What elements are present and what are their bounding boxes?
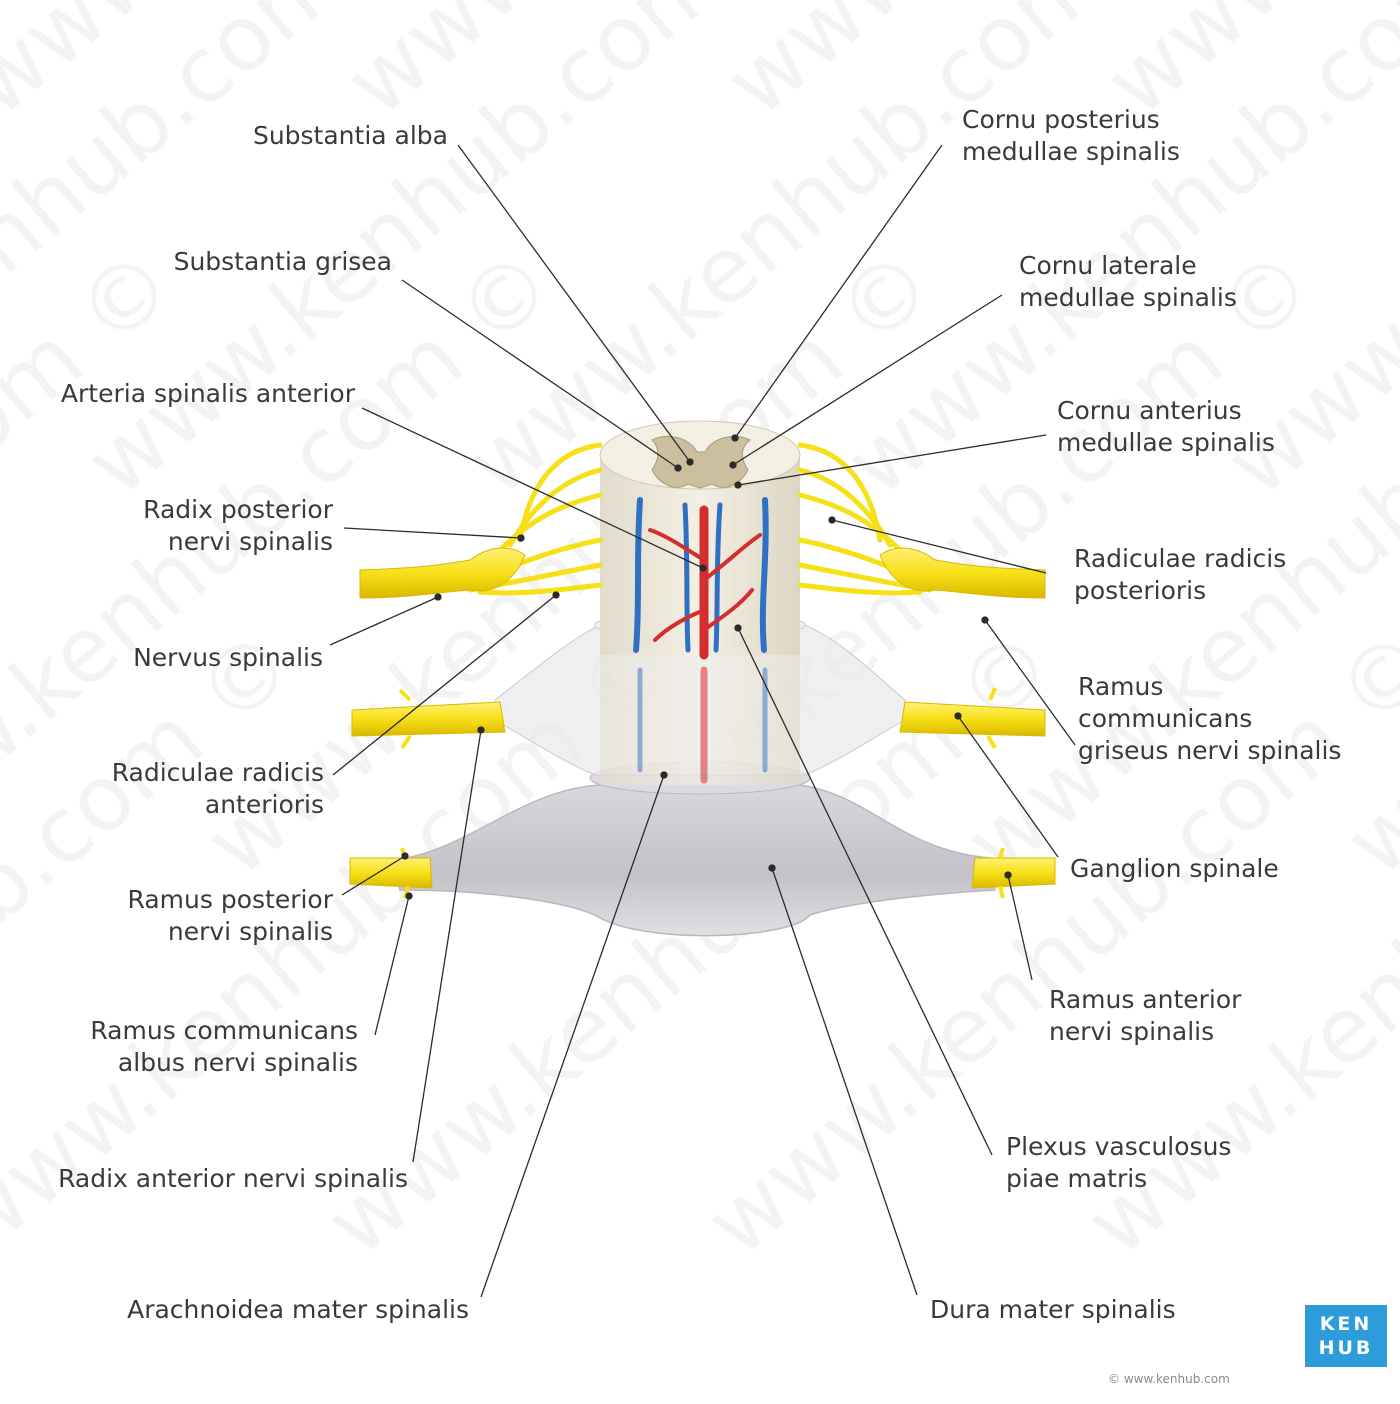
leader-ramus-anterior-dot xyxy=(1004,871,1012,879)
leader-ganglion-spinale xyxy=(957,715,1059,858)
label-nervus-spinalis: Nervus spinalis xyxy=(133,643,323,672)
leader-radiculae-posterioris-dot xyxy=(828,516,836,524)
label-arachnoidea: Arachnoidea mater spinalis xyxy=(127,1295,469,1324)
leader-nervus-spinalis-dot xyxy=(434,593,442,601)
spinal-nerve-mid-right xyxy=(899,687,1046,750)
leader-cornu-posterius-dot xyxy=(731,434,739,442)
spinal-nerve-top-left xyxy=(359,547,526,599)
spinal-nerve-bottom-right xyxy=(971,847,1056,899)
leader-substantia-grisea xyxy=(401,279,679,469)
leader-cornu-laterale-dot xyxy=(729,461,737,469)
leader-dura-mater-dot xyxy=(768,864,776,872)
leader-arteria-spinalis-dot xyxy=(699,564,707,572)
leader-radix-anterior-dot xyxy=(477,726,485,734)
leader-nervus-spinalis xyxy=(329,596,439,646)
leader-radix-posterior-dot xyxy=(517,534,525,542)
leader-radiculae-anterioris-dot xyxy=(552,591,560,599)
leader-lines xyxy=(329,144,1076,1298)
leader-ramus-albus xyxy=(374,895,410,1036)
leader-ramus-albus-dot xyxy=(405,892,413,900)
leader-radix-posterior xyxy=(343,527,522,539)
leader-radix-anterior xyxy=(412,729,482,1163)
leader-plexus-vasculosus xyxy=(737,627,993,1156)
leader-arachnoidea xyxy=(480,774,665,1298)
leader-arachnoidea-dot xyxy=(660,771,668,779)
spinal-nerve-mid-left xyxy=(351,688,506,750)
leader-substantia-alba-dot xyxy=(686,458,694,466)
leader-substantia-alba xyxy=(457,144,691,463)
label-radix-anterior: Radix anterior nervi spinalis xyxy=(58,1164,408,1193)
kenhub-logo: KEN HUB xyxy=(1305,1305,1387,1367)
leader-cornu-posterius xyxy=(734,144,943,439)
label-dura-mater: Dura mater spinalis xyxy=(930,1295,1176,1324)
leader-cornu-anterius xyxy=(737,434,1047,486)
leader-plexus-vasculosus-dot xyxy=(734,624,742,632)
leader-dura-mater xyxy=(771,867,918,1296)
leader-radiculae-posterioris xyxy=(831,519,1047,574)
blood-vessels xyxy=(633,497,769,784)
leader-ramus-posterior xyxy=(341,855,406,896)
label-arteria-spinalis-anterior: Arteria spinalis anterior xyxy=(60,379,355,408)
leader-ramus-anterior xyxy=(1007,874,1033,981)
copyright-text: © www.kenhub.com xyxy=(1108,1372,1230,1386)
spinal-nerve-top-right xyxy=(879,547,1046,599)
label-ganglion-spinale: Ganglion spinale xyxy=(1070,854,1279,883)
label-substantia-alba: Substantia alba xyxy=(252,121,448,150)
leader-ramus-posterior-dot xyxy=(401,852,409,860)
leader-ramus-griseus-dot xyxy=(981,616,989,624)
label-substantia-grisea: Substantia grisea xyxy=(173,247,392,276)
leader-radiculae-anterioris xyxy=(332,594,557,776)
leader-arteria-spinalis xyxy=(361,407,704,569)
leader-substantia-grisea-dot xyxy=(674,464,682,472)
leader-cornu-anterius-dot xyxy=(734,481,742,489)
leader-cornu-laterale xyxy=(732,294,1003,466)
leader-ganglion-spinale-dot xyxy=(954,712,962,720)
leader-ramus-griseus xyxy=(984,619,1076,746)
nerve-roots-left xyxy=(467,442,603,596)
